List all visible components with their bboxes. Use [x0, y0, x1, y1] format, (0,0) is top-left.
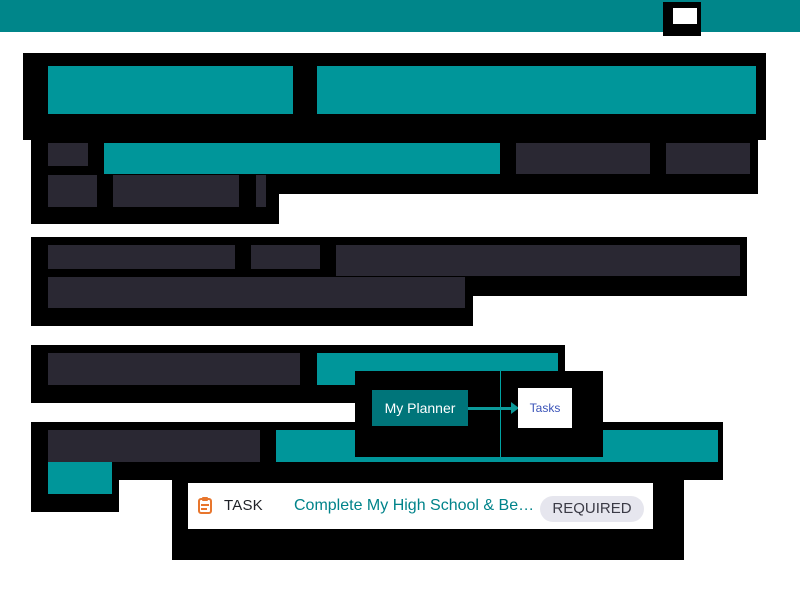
task-type-label: TASK [224, 497, 263, 514]
task-list-item[interactable]: TASK Complete My High School & Be… REQUI… [188, 483, 653, 529]
masked-dark-chip-5 [113, 175, 239, 207]
masked-dark-line-3 [336, 245, 740, 276]
masked-dark-chip-6 [256, 175, 266, 207]
required-badge: REQUIRED [540, 496, 644, 522]
my-planner-button[interactable]: My Planner [372, 390, 468, 426]
masked-dark-chip-3 [666, 143, 750, 174]
masked-teal-row-bar [104, 143, 500, 174]
masked-dark-line-6 [48, 430, 260, 462]
masked-dark-chip-4 [48, 175, 97, 207]
clipboard-icon [198, 496, 212, 514]
masked-teal-line-3 [48, 462, 112, 494]
masked-dark-chip-2 [516, 143, 650, 174]
header-menu-button[interactable] [663, 2, 701, 36]
arrow-line [468, 407, 512, 410]
tasks-link[interactable]: Tasks [518, 388, 572, 428]
arrow-right-icon [511, 402, 519, 414]
callout-divider [500, 371, 501, 457]
masked-dark-line-1 [48, 245, 235, 269]
masked-dark-line-2 [251, 245, 320, 269]
masked-teal-bar-1 [48, 66, 293, 114]
masked-teal-bar-2 [317, 66, 756, 114]
masked-dark-line-4 [48, 277, 465, 308]
masked-dark-line-5 [48, 353, 300, 385]
navigation-callout: My Planner Tasks [355, 371, 603, 457]
header-menu-icon [673, 8, 697, 24]
masked-dark-chip-1 [48, 143, 88, 166]
task-title-link[interactable]: Complete My High School & Be… [294, 497, 532, 514]
